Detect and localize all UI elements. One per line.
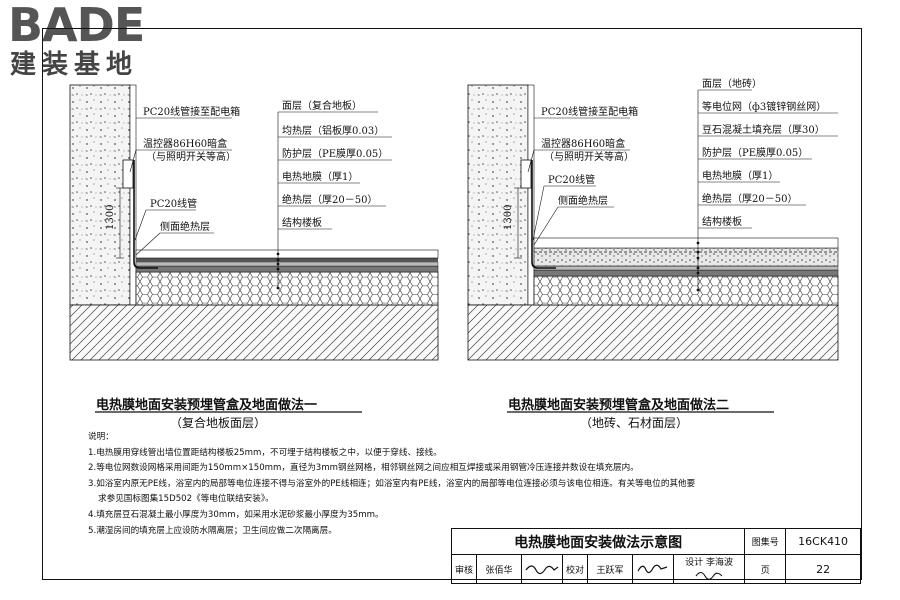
note-5: 5.潮湿房间的填充层上应设防水隔离层；卫生间应做二次隔离层。 bbox=[88, 525, 337, 536]
design-label: 设计 bbox=[685, 558, 704, 568]
page-label: 页 bbox=[744, 554, 787, 584]
heating-film-1 bbox=[135, 265, 439, 273]
d2-label-insulation: 绝热层（厚20－50） bbox=[702, 192, 797, 205]
title-block: 电热膜地面安装做法示意图 图集号 16CK410 审核 张佰华 校对 王跃军 设… bbox=[450, 528, 861, 584]
conduit-2 bbox=[531, 160, 556, 269]
notes: 说明： 1.电热膜用穿线管出墙位置距结构楼板25mm，不可埋于结构楼板之中，以便… bbox=[88, 430, 868, 539]
d1-label-floor-finish: 面层（复合地板） bbox=[282, 99, 362, 112]
note-3-continued: 求参见国标图集15D502《等电位联结安装》。 bbox=[98, 494, 274, 505]
diagram-1-caption: 电热膜地面安装预埋管盒及地面做法一 bbox=[96, 398, 318, 413]
d1-label-insulation: 绝热层（厚20－50） bbox=[282, 193, 377, 206]
d2-label-mesh: 等电位网（ф3镀锌钢丝网） bbox=[702, 100, 826, 113]
logo-subtitle: 建装基地 bbox=[10, 50, 139, 80]
page-number: 22 bbox=[785, 554, 861, 584]
notes-heading: 说明： bbox=[88, 432, 114, 442]
checker-name: 王跃军 bbox=[587, 554, 633, 584]
diagram-2-caption: 电热膜地面安装预埋管盒及地面做法二 bbox=[508, 398, 730, 413]
diagram-2-caption-sub: （地砖、石材面层） bbox=[580, 416, 689, 430]
aluminium-layer-1 bbox=[136, 258, 438, 262]
thermostat-box-2 bbox=[520, 159, 532, 189]
d2-label-pe-film: 防护层（PE膜厚0.05） bbox=[702, 146, 808, 159]
wall-insulation-2 bbox=[527, 84, 535, 306]
d2-label-filling: 豆石混凝土填充层（厚30） bbox=[702, 123, 825, 136]
d2-label-conduit-to-box: PC20线管接至配电箱 bbox=[541, 105, 638, 118]
design-group: 设计 李海波 bbox=[672, 554, 746, 584]
note-4: 4.填充层豆石混凝土最小厚度为30mm，如采用水泥砂浆最小厚度为35mm。 bbox=[88, 509, 384, 520]
check-label: 校对 bbox=[562, 554, 588, 584]
floor-tile-2 bbox=[533, 237, 839, 249]
dimension-1: 1300 bbox=[105, 205, 116, 230]
d2-label-heating-film: 电热地膜（厚1） bbox=[702, 169, 778, 182]
designer-signature bbox=[695, 571, 723, 580]
floor-finish-1 bbox=[135, 249, 439, 259]
bade-logo: BADE 建装基地 bbox=[8, 2, 178, 82]
slab-2 bbox=[467, 304, 839, 361]
thermostat-box-1 bbox=[122, 159, 134, 189]
reviewer-signature bbox=[521, 554, 563, 584]
d1-label-conduit-to-box: PC20线管接至配电箱 bbox=[143, 105, 240, 118]
d1-label-thermostat: 温控器86H60暗盒 bbox=[143, 137, 227, 150]
d2-label-thermostat-note: （与照明开关等高） bbox=[544, 150, 634, 163]
d1-label-heating-film: 电热地膜（厚1） bbox=[282, 170, 358, 183]
dimension-2: 1300 bbox=[503, 205, 514, 230]
d1-label-pc20: PC20线管 bbox=[150, 197, 197, 210]
d2-label-pc20: PC20线管 bbox=[548, 173, 595, 186]
wall-1 bbox=[69, 84, 131, 306]
designer-name: 李海波 bbox=[706, 558, 734, 568]
atlas-number: 16CK410 bbox=[785, 528, 861, 555]
heating-film-2 bbox=[533, 269, 839, 277]
drawing-title: 电热膜地面安装做法示意图 bbox=[450, 528, 746, 555]
review-label: 审核 bbox=[451, 554, 477, 584]
filling-layer-2 bbox=[533, 247, 839, 267]
diagram-1: 1300 PC20线管接至配电箱 温控器86H60暗盒 （与照明开关等高） PC… bbox=[69, 84, 439, 361]
d2-label-thermostat: 温控器86H60暗盒 bbox=[541, 137, 625, 150]
diagram-2: 1300 PC20线管接至配电箱 温控器86H60暗盒 （与照明开关等高） PC… bbox=[467, 77, 839, 361]
wall-insulation-1 bbox=[129, 84, 137, 306]
conduit-1 bbox=[133, 160, 158, 269]
note-3: 3.如浴室内原无PE线，浴室内的局部等电位连接不得与浴室外的PE线相连；如浴室内… bbox=[88, 478, 696, 489]
checker-signature bbox=[632, 554, 674, 584]
reviewer-name: 张佰华 bbox=[476, 554, 522, 584]
d2-label-side-insulation: 侧面绝热层 bbox=[558, 194, 608, 207]
note-2: 2.等电位网数设网格采用间距为150mm×150mm，直径为3mm钢丝网格，相邻… bbox=[88, 463, 639, 474]
insulation-layer-2 bbox=[533, 275, 839, 306]
pe-film-1 bbox=[135, 261, 439, 267]
atlas-label: 图集号 bbox=[744, 528, 787, 555]
d1-label-pe-film: 防护层（PE膜厚0.05） bbox=[282, 147, 388, 160]
logo-brand: BADE bbox=[8, 0, 145, 52]
d2-label-tile: 面层（地砖） bbox=[702, 77, 762, 90]
d1-label-side-insulation: 侧面绝热层 bbox=[160, 220, 210, 233]
d2-label-slab: 结构楼板 bbox=[702, 215, 742, 228]
note-1: 1.电热膜用穿线管出墙位置距结构楼板25mm，不可埋于结构楼板之中，以便于穿线、… bbox=[88, 447, 442, 458]
insulation-layer-1 bbox=[135, 271, 439, 306]
pe-film-2 bbox=[533, 265, 839, 271]
d1-label-thermostat-note: （与照明开关等高） bbox=[146, 150, 236, 163]
diagram-1-caption-sub: （复合地板面层） bbox=[170, 416, 267, 430]
d1-label-slab: 结构楼板 bbox=[282, 216, 322, 229]
wall-2 bbox=[467, 84, 529, 306]
d1-label-aluminium: 均热层（铝板厚0.03） bbox=[282, 124, 384, 137]
slab-1 bbox=[69, 304, 439, 361]
